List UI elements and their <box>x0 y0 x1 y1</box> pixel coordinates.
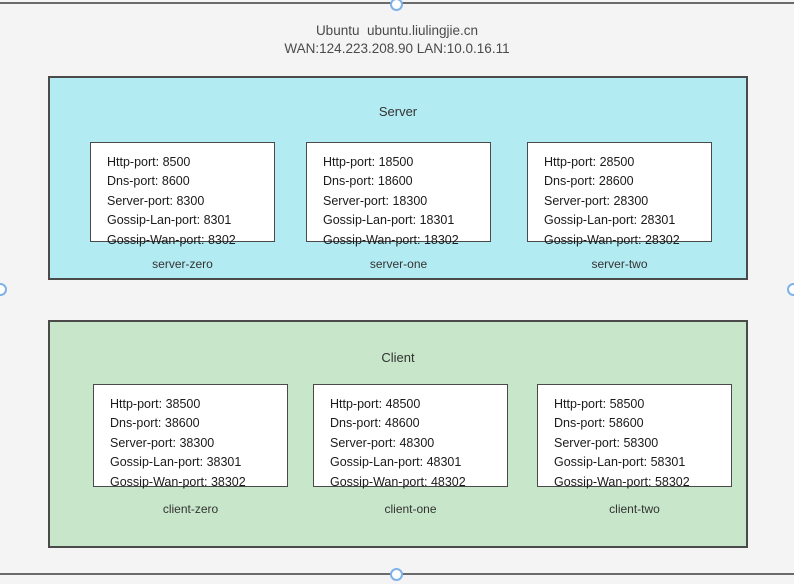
port-line-server: Server-port: 8300 <box>107 193 205 208</box>
host-title-line: Ubuntu ubuntu.liulingjie.cn <box>315 23 479 38</box>
resize-handle-right[interactable] <box>787 283 794 296</box>
port-line-dns: Dns-port: 18600 <box>323 174 413 189</box>
port-line-gossip-lan: Gossip-Lan-port: 28301 <box>544 213 676 228</box>
node-server-zero[interactable]: Http-port: 8500 Dns-port: 8600 Server-po… <box>90 142 275 271</box>
node-label: client-two <box>609 502 660 516</box>
port-line-gossip-wan: Gossip-Wan-port: 38302 <box>110 474 246 489</box>
port-line-dns: Dns-port: 38600 <box>110 416 200 431</box>
node-client-one[interactable]: Http-port: 48500 Dns-port: 48600 Server-… <box>313 384 508 516</box>
node-box: Http-port: 48500 Dns-port: 48600 Server-… <box>313 384 508 489</box>
port-line-dns: Dns-port: 8600 <box>107 174 190 189</box>
port-line-http: Http-port: 38500 <box>110 397 201 411</box>
node-box: Http-port: 58500 Dns-port: 58600 Server-… <box>537 384 732 489</box>
port-line-server: Server-port: 48300 <box>330 435 435 450</box>
node-server-one[interactable]: Http-port: 18500 Dns-port: 18600 Server-… <box>306 142 491 271</box>
port-line-gossip-wan: Gossip-Wan-port: 58302 <box>554 474 690 489</box>
port-line-server: Server-port: 58300 <box>554 435 659 450</box>
bottom-divider-rail <box>0 568 794 581</box>
resize-handle-left[interactable] <box>0 283 7 296</box>
port-line-gossip-lan: Gossip-Lan-port: 38301 <box>110 455 242 470</box>
resize-handle-bottom[interactable] <box>390 568 403 581</box>
node-label: client-one <box>384 502 437 516</box>
node-box: Http-port: 8500 Dns-port: 8600 Server-po… <box>90 142 275 247</box>
node-label: server-two <box>591 257 648 271</box>
port-line-server: Server-port: 38300 <box>110 435 215 450</box>
port-line-http: Http-port: 8500 <box>107 155 191 169</box>
resize-handle-top[interactable] <box>390 0 403 11</box>
port-line-server: Server-port: 18300 <box>323 193 428 208</box>
port-line-gossip-lan: Gossip-Lan-port: 58301 <box>554 455 686 470</box>
group-title-server: Server <box>378 104 418 119</box>
page-title: Ubuntu ubuntu.liulingjie.cn WAN:124.223.… <box>0 22 794 58</box>
port-line-gossip-lan: Gossip-Lan-port: 18301 <box>323 213 455 228</box>
node-box: Http-port: 38500 Dns-port: 38600 Server-… <box>93 384 288 489</box>
port-line-http: Http-port: 18500 <box>323 155 414 169</box>
node-client-two[interactable]: Http-port: 58500 Dns-port: 58600 Server-… <box>537 384 732 516</box>
port-line-gossip-lan: Gossip-Lan-port: 48301 <box>330 455 462 470</box>
port-line-gossip-wan: Gossip-Wan-port: 28302 <box>544 232 680 247</box>
node-client-zero[interactable]: Http-port: 38500 Dns-port: 38600 Server-… <box>93 384 288 516</box>
node-server-two[interactable]: Http-port: 28500 Dns-port: 28600 Server-… <box>527 142 712 271</box>
port-line-dns: Dns-port: 48600 <box>330 416 420 431</box>
port-line-http: Http-port: 28500 <box>544 155 635 169</box>
port-line-server: Server-port: 28300 <box>544 193 649 208</box>
port-line-http: Http-port: 58500 <box>554 397 645 411</box>
port-line-gossip-wan: Gossip-Wan-port: 48302 <box>330 474 466 489</box>
port-line-gossip-lan: Gossip-Lan-port: 8301 <box>107 213 232 228</box>
group-title-client: Client <box>381 350 415 365</box>
node-label: server-zero <box>152 257 213 271</box>
port-line-dns: Dns-port: 28600 <box>544 174 634 189</box>
node-label: server-one <box>369 257 428 271</box>
port-line-gossip-wan: Gossip-Wan-port: 18302 <box>323 232 459 247</box>
node-label: client-zero <box>162 502 219 516</box>
port-line-http: Http-port: 48500 <box>330 397 421 411</box>
host-network-line: WAN:124.223.208.90 LAN:10.0.16.11 <box>284 41 510 56</box>
node-box: Http-port: 18500 Dns-port: 18600 Server-… <box>306 142 491 247</box>
group-panel-client: Client Http-port: 38500 Dns-port: 38600 … <box>48 320 748 548</box>
node-box: Http-port: 28500 Dns-port: 28600 Server-… <box>527 142 712 247</box>
port-line-gossip-wan: Gossip-Wan-port: 8302 <box>107 232 236 247</box>
port-line-dns: Dns-port: 58600 <box>554 416 644 431</box>
group-panel-server: Server Http-port: 8500 Dns-port: 8600 Se… <box>48 76 748 280</box>
top-divider-rail <box>0 0 794 11</box>
